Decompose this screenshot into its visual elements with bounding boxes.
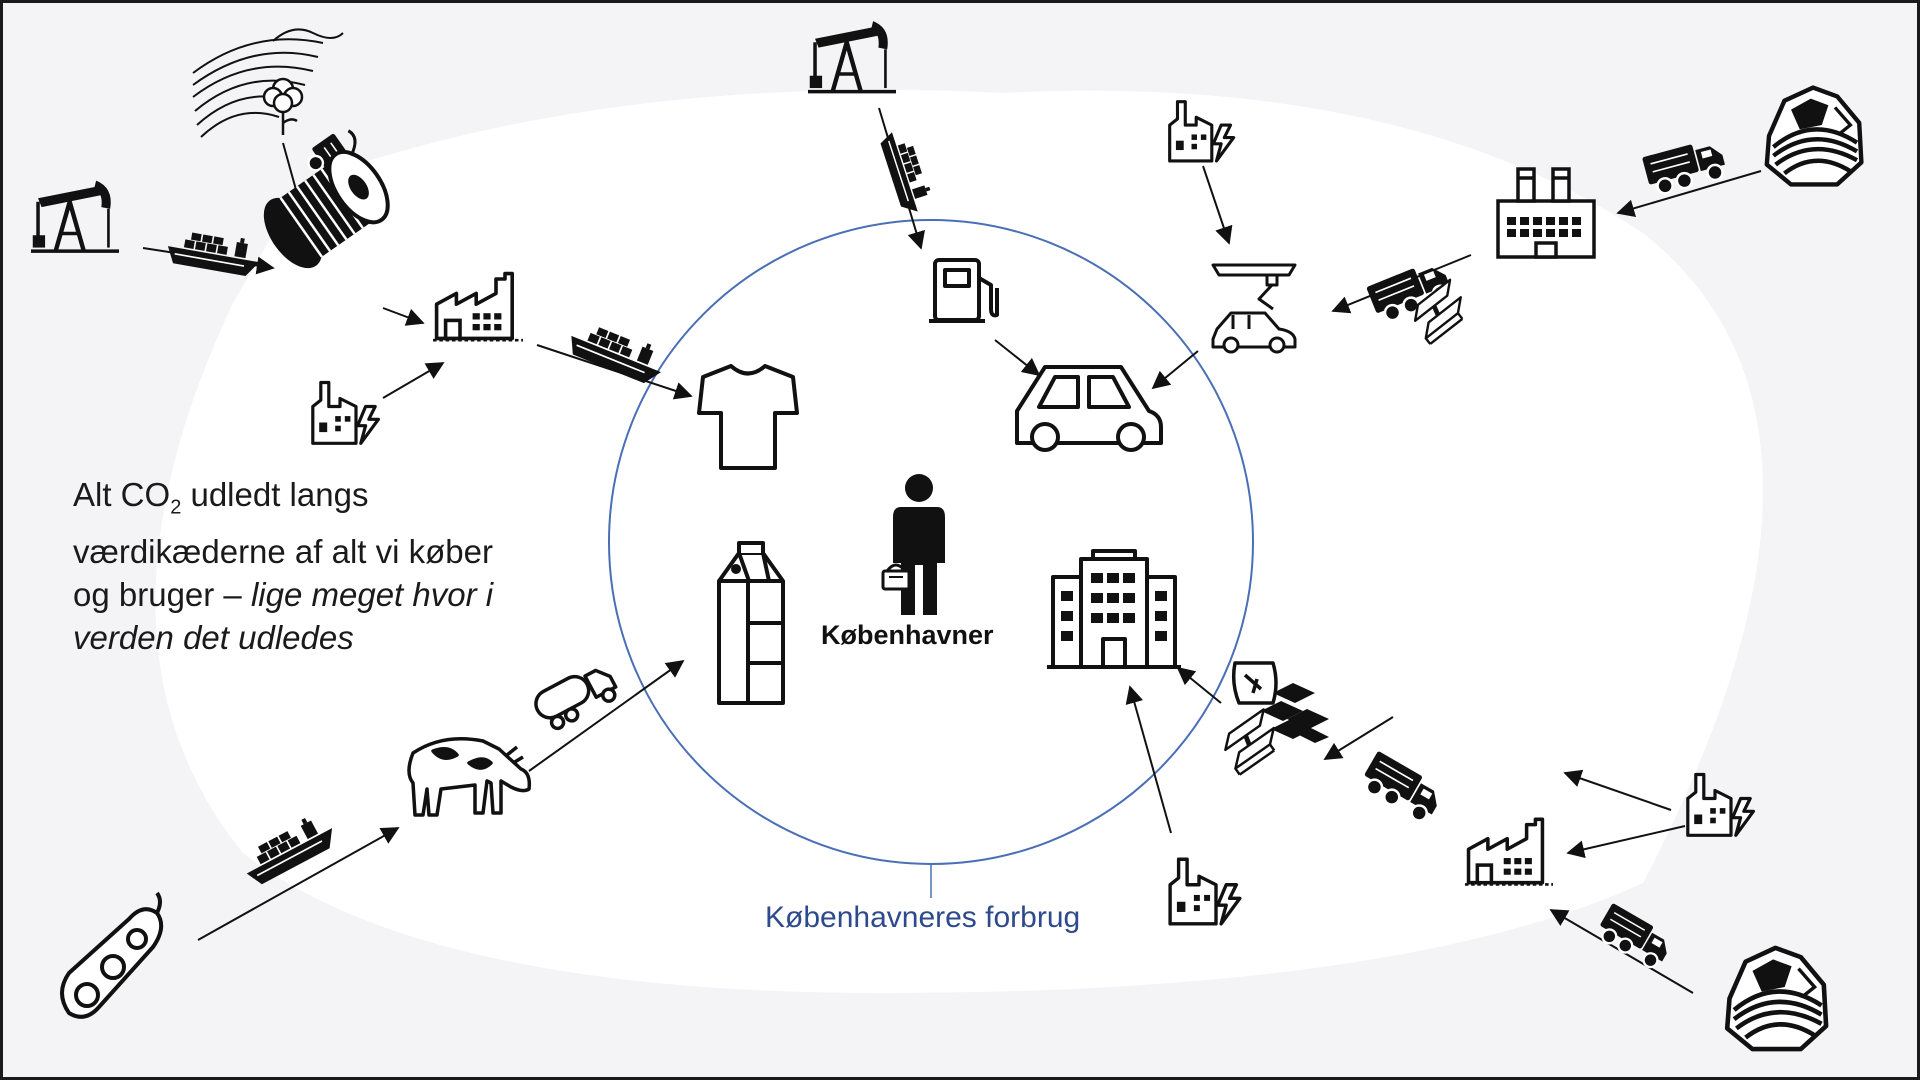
cow-icon — [407, 737, 532, 817]
power-plant-icon — [1686, 772, 1756, 837]
caption-text: Alt CO2 udledt langs værdikæderne af alt… — [73, 476, 494, 656]
cotton-plant-icon — [262, 77, 304, 135]
tshirt-icon — [697, 364, 799, 470]
bricks-icon — [1261, 683, 1329, 743]
milk-carton-icon — [717, 541, 785, 705]
truck-icon — [1640, 135, 1730, 199]
field-icon — [192, 28, 344, 138]
center-person-label: Københavner — [821, 620, 994, 650]
person-with-basket-icon — [881, 474, 945, 615]
oil-pump-icon — [31, 181, 119, 251]
car-icon — [1015, 365, 1163, 452]
mine-rock-icon — [1767, 88, 1862, 185]
fuel-pump-icon — [929, 258, 999, 323]
consumption-circle-label: Københavneres forbrug — [765, 901, 1081, 934]
background-brush — [155, 89, 1763, 993]
soybean-icon — [60, 891, 164, 1019]
cement-bag-icon — [1231, 661, 1278, 705]
tanker-truck-icon — [534, 668, 618, 731]
mine-rock-icon — [1727, 948, 1826, 1049]
car-assembly-robot-icon — [1211, 263, 1297, 354]
value-chain-diagram — [3, 3, 1917, 1077]
thread-spool-icon — [263, 129, 390, 269]
oil-pump-icon — [808, 21, 896, 91]
ship-icon — [164, 225, 264, 279]
apartment-building-icon — [1047, 549, 1181, 669]
truck-icon — [1592, 901, 1677, 973]
factory-icon — [1496, 167, 1596, 259]
